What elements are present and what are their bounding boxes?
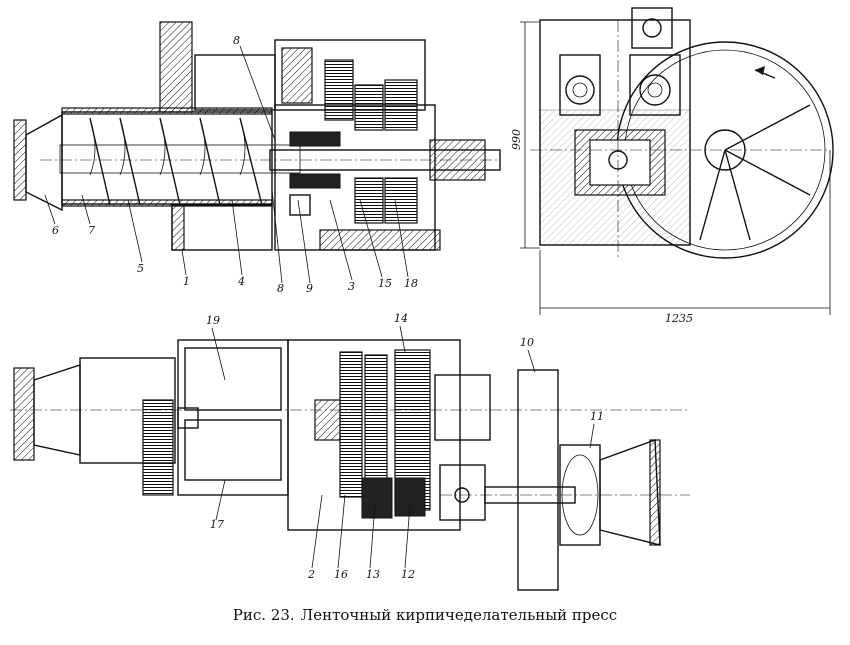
label-19: 19 [206,314,220,327]
label-14: 14 [394,312,408,325]
nozzle-cone [25,113,63,212]
end-view: 990 1235 [510,7,834,325]
label-17: 17 [210,518,224,531]
label-15: 15 [378,277,392,290]
plan-view: 19 14 10 11 17 2 16 13 12 [10,312,690,591]
side-view: 6 7 5 1 4 8 8 9 3 15 18 [13,21,501,295]
label-8-top: 8 [233,34,240,47]
screw-auger [59,117,301,206]
label-12: 12 [401,568,415,581]
mouthpiece [13,119,27,201]
figure-caption: Рис. 23. Ленточный кирпичеделательный пре… [0,606,850,624]
label-8-bottom: 8 [277,282,284,295]
label-9: 9 [306,282,313,295]
dimension-990: 990 [510,129,523,150]
label-18: 18 [404,277,418,290]
label-11: 11 [590,410,604,423]
label-1: 1 [183,275,190,288]
label-10: 10 [520,336,534,349]
label-13: 13 [366,568,380,581]
label-5: 5 [137,262,144,275]
plan-gear-housing [287,339,461,531]
dimension-1235: 1235 [665,312,693,325]
label-16: 16 [334,568,348,581]
caption-title: Ленточный кирпичеделательный пресс [300,606,618,624]
motor-pulley [142,399,174,496]
plan-frame [177,339,289,496]
plan-flywheel [517,369,559,591]
feed-hopper [159,21,193,113]
barrel [61,111,273,205]
caption-prefix: Рис. 23. [232,606,295,624]
label-6: 6 [52,224,59,237]
label-2: 2 [307,568,315,581]
label-3: 3 [348,280,355,293]
label-7: 7 [88,224,95,237]
main-shaft [269,149,501,171]
label-4: 4 [237,275,245,288]
press-drawing: 6 7 5 1 4 8 8 9 3 15 18 [10,7,834,591]
